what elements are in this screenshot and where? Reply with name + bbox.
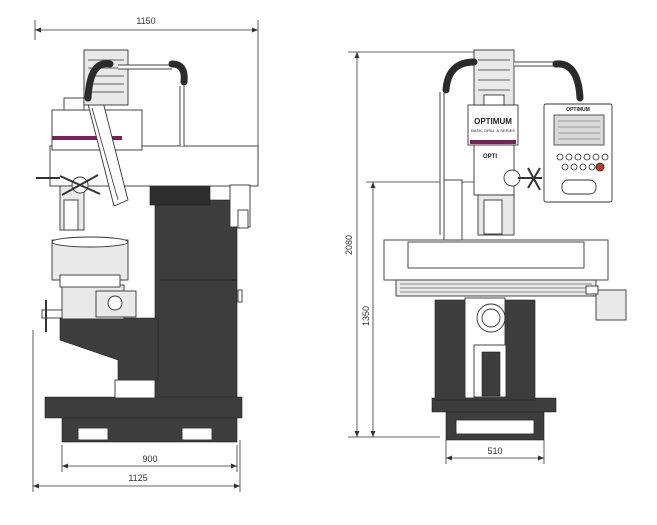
dim-label-2080: 2080 (344, 235, 354, 255)
panel-brand: OPTIMUM (566, 107, 590, 113)
head-label: OPTI (483, 154, 497, 160)
dim-label-1350: 1350 (361, 306, 371, 326)
front-base (431, 397, 557, 441)
dim-label-900: 900 (142, 454, 157, 464)
side-base (44, 379, 243, 443)
brand-label: OPTIMUM (474, 117, 512, 126)
front-motor (473, 49, 515, 106)
side-view: 1150 (32, 16, 259, 492)
front-table (383, 239, 627, 321)
front-view: 2080 1350 (344, 49, 627, 464)
side-table (51, 236, 129, 288)
front-head: OPTIMUM BASIC DRILL & SERIES OPTI (443, 104, 542, 241)
side-head (36, 97, 259, 231)
dim-side-1125: 1125 (32, 330, 241, 492)
dim-label-1150: 1150 (136, 16, 155, 26)
dim-label-510: 510 (487, 446, 502, 456)
dim-front-2080: 2080 (344, 51, 490, 438)
front-control-panel: OPTIMUM (543, 103, 613, 203)
side-knee (41, 284, 159, 381)
side-column (149, 179, 243, 416)
brand-sub-label: BASIC DRILL & SERIES (471, 128, 515, 133)
dim-side-top: 1150 (34, 16, 259, 160)
front-hose (439, 58, 584, 235)
dim-side-900: 900 (61, 445, 238, 472)
dim-label-1125: 1125 (128, 473, 147, 483)
front-column (434, 297, 536, 401)
side-hose (84, 60, 188, 146)
dim-front-510: 510 (445, 440, 545, 464)
